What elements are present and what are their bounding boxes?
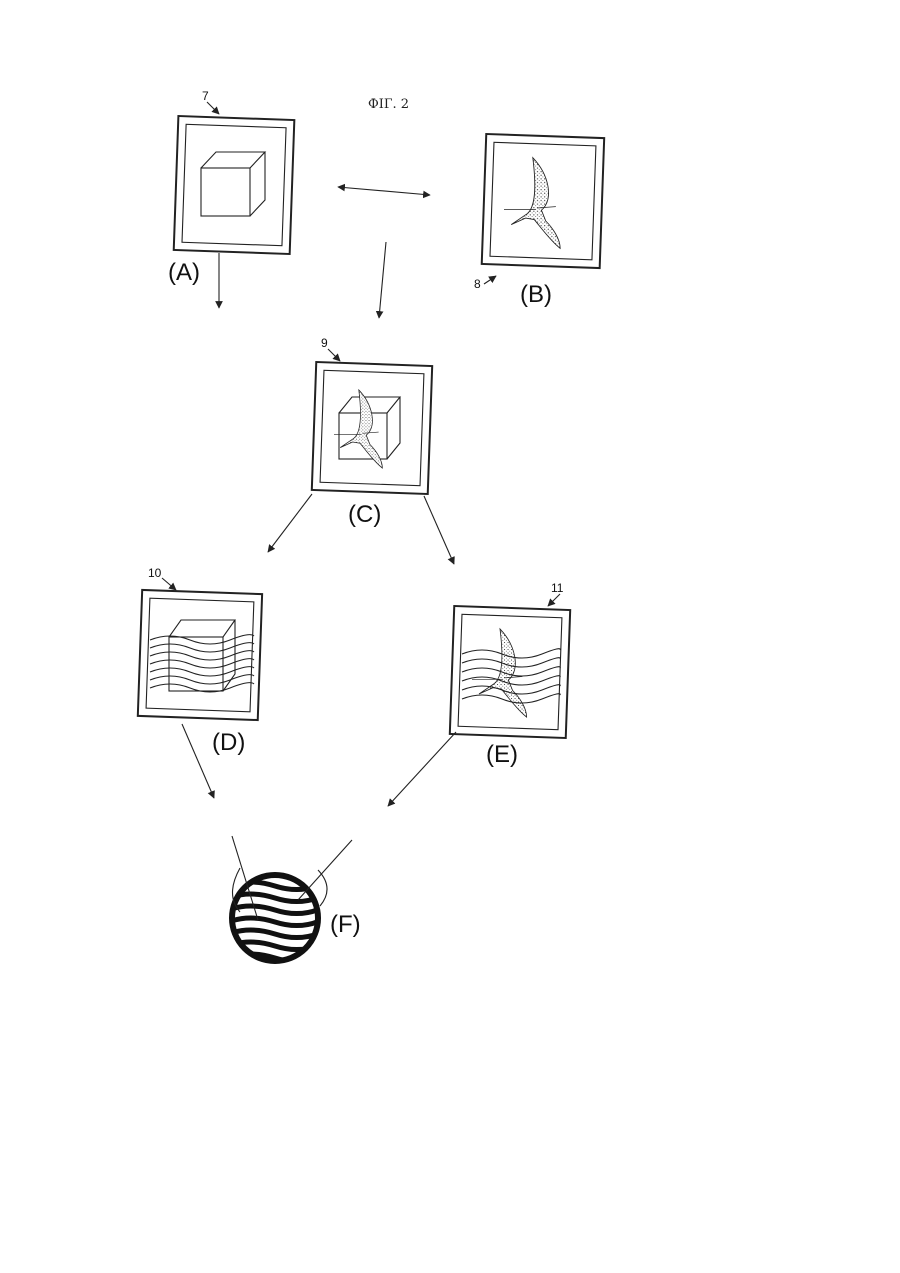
panel-e: 11 (E) [450, 581, 570, 768]
ref-numeral-e: 11 [551, 581, 564, 595]
ref-pointer-c [328, 349, 340, 361]
panel-e-label: (E) [486, 741, 518, 768]
panel-a-label: (A) [168, 259, 200, 286]
arrow-e-to-f [388, 732, 456, 806]
panel-a: 7 (A) [168, 89, 294, 286]
panel-c-label: (C) [348, 501, 381, 528]
panel-b: 8 (B) [474, 134, 604, 308]
bird-shape [504, 158, 560, 249]
panel-f: (F) [228, 836, 361, 962]
ref-numeral-d: 10 [148, 566, 162, 580]
wave-lines [150, 635, 254, 692]
panel-f-label: (F) [330, 911, 361, 938]
ref-pointer-d [162, 578, 176, 590]
bird-shape [334, 390, 382, 468]
striped-sphere [228, 836, 352, 962]
figure-caption: ФIГ. 2 [368, 97, 409, 112]
panel-b-label: (B) [520, 281, 552, 308]
ref-pointer-e [548, 594, 560, 606]
cube-shape [169, 620, 235, 691]
ref-pointer-b [484, 276, 496, 284]
arrow-c-to-d [268, 494, 312, 552]
cube-shape [201, 152, 265, 216]
panel-d-label: (D) [212, 729, 245, 756]
ref-numeral-a: 7 [202, 89, 209, 103]
double-arrow-a-b [338, 187, 430, 195]
arrow-d-to-f [182, 724, 214, 798]
bird-shape [472, 629, 527, 717]
arrow-c-to-e [424, 496, 454, 564]
panel-c: 9 (C) [312, 336, 432, 528]
ref-numeral-c: 9 [321, 336, 328, 350]
ref-pointer-a [207, 102, 219, 114]
panel-d: 10 (D) [138, 566, 262, 756]
ref-numeral-b: 8 [474, 277, 481, 291]
arrow-to-c [379, 242, 386, 318]
